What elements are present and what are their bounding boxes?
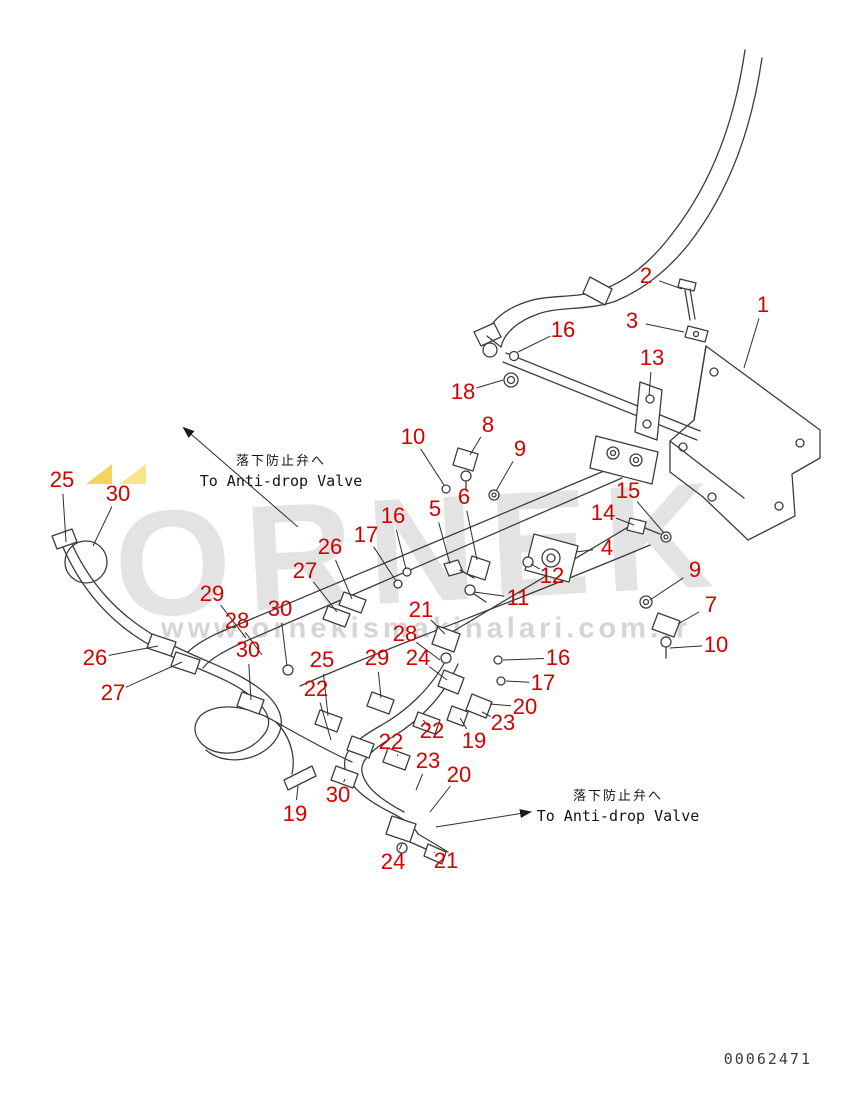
leader-line <box>505 680 530 683</box>
leader-line <box>335 559 353 600</box>
left-hose <box>51 528 353 791</box>
leader-line <box>459 717 468 730</box>
leader-line <box>473 591 505 597</box>
bracket-13 <box>634 381 663 441</box>
leader-line <box>377 671 382 699</box>
leader-line <box>469 436 482 456</box>
watermark-url: www.ornekismakinalari.com.tr <box>161 612 691 645</box>
leader-line <box>373 546 397 582</box>
leader-line <box>489 703 512 707</box>
direction-arrow <box>182 426 299 528</box>
mounting-plate <box>669 345 821 541</box>
leader-line <box>420 448 445 486</box>
leader-line <box>343 778 346 783</box>
leader-line <box>296 785 299 801</box>
leader-line <box>319 702 332 741</box>
leader-line <box>476 379 504 389</box>
leader-line <box>396 754 399 757</box>
leader-line <box>648 371 652 397</box>
leader-line <box>244 632 263 656</box>
leader-line <box>615 517 635 526</box>
leader-line <box>481 711 491 717</box>
leader-line <box>669 645 703 649</box>
leader-line <box>636 501 665 534</box>
leader-line <box>743 318 760 369</box>
leader-line <box>281 622 288 667</box>
leader-line <box>466 510 478 561</box>
leader-line <box>62 493 67 543</box>
leader-line <box>92 506 113 547</box>
bottom-hoses <box>343 659 459 853</box>
leader-line <box>415 773 424 791</box>
leader-line <box>502 658 545 661</box>
leader-line <box>659 280 683 290</box>
leader-line <box>220 604 247 639</box>
leader-line <box>108 645 159 656</box>
leader-line <box>415 641 441 661</box>
tube-run-upper <box>502 352 701 441</box>
leader-line <box>517 335 551 353</box>
leader-line <box>430 619 446 635</box>
leader-line <box>429 785 451 813</box>
leader-line <box>530 563 541 570</box>
leader-line <box>323 673 329 717</box>
direction-arrow <box>435 809 532 828</box>
manifold-block <box>589 435 659 485</box>
drawing-number: 00062471 <box>723 1050 812 1068</box>
leader-line <box>438 522 451 565</box>
watermark-triangles <box>86 464 146 484</box>
leader-line <box>398 843 403 850</box>
top-hose <box>473 49 763 358</box>
leader-line <box>433 851 436 853</box>
leader-line <box>395 529 407 570</box>
leader-line <box>313 581 338 613</box>
leader-line <box>125 661 183 688</box>
leader-line <box>248 663 252 701</box>
leader-line <box>575 549 594 553</box>
leader-line <box>649 577 684 601</box>
leader-line <box>422 719 429 727</box>
leader-line <box>495 460 514 492</box>
leader-line <box>677 611 700 625</box>
fittings-and-orings <box>146 278 709 865</box>
leader-line <box>428 666 448 681</box>
leader-line <box>645 323 685 333</box>
